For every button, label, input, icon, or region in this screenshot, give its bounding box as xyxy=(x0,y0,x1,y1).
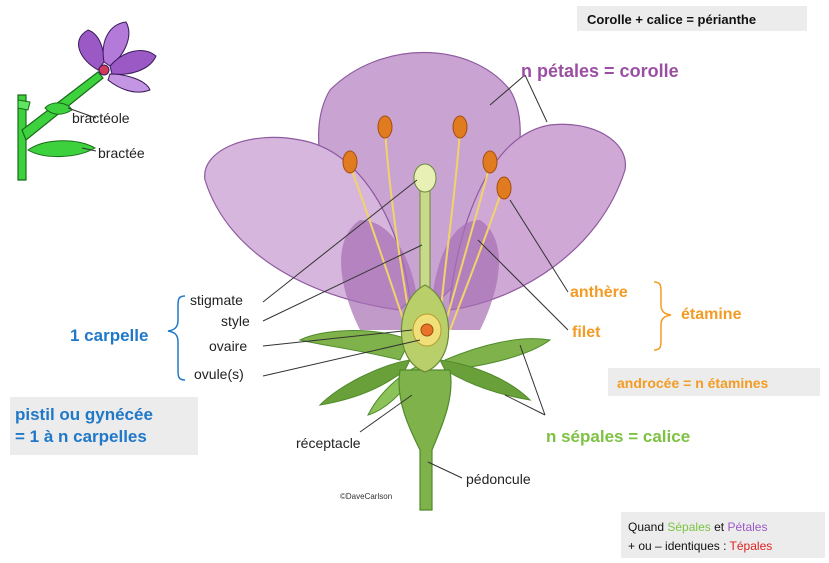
anther xyxy=(453,116,467,138)
pistil-line2: = 1 à n carpelles xyxy=(15,427,147,447)
sepales-n-label: n sépales xyxy=(546,427,624,446)
androcee-box: androcée = n étamines xyxy=(608,368,820,396)
style-label: style xyxy=(221,314,250,328)
ovule xyxy=(421,324,433,336)
bractee-label: bractée xyxy=(98,146,145,160)
tepales-word: Tépales xyxy=(730,539,773,553)
anther xyxy=(483,151,497,173)
anther xyxy=(378,116,392,138)
stigma-shape xyxy=(414,164,436,192)
perianthe-box: Corolle + calice = périanthe xyxy=(577,6,807,31)
bracteole-label: bractéole xyxy=(72,111,130,125)
sepales-word: Sépales xyxy=(667,520,710,534)
perianthe-label: Corolle + calice = périanthe xyxy=(587,12,756,27)
pedoncule-label: pédoncule xyxy=(466,472,531,486)
anther xyxy=(497,177,511,199)
carpelle-label: 1 carpelle xyxy=(70,327,148,344)
tepales-note-box: Quand Sépales et Pétales + ou – identiqu… xyxy=(621,512,825,558)
leader-pedoncule xyxy=(428,462,462,478)
pistil-line1: pistil ou gynécée xyxy=(15,405,153,425)
carpel-brace xyxy=(168,296,185,380)
sepales-label: n sépales = calice xyxy=(546,428,690,445)
identiques-word: + ou – identiques : xyxy=(628,539,726,553)
corolle-label: n pétales = corolle xyxy=(521,62,679,80)
sepal xyxy=(300,331,410,360)
sepal xyxy=(440,360,530,400)
sketch-petal xyxy=(108,74,150,92)
anthere-label: anthère xyxy=(570,285,628,301)
etamine-label: étamine xyxy=(681,307,741,323)
petales-word: Pétales xyxy=(727,520,767,534)
sketch-center xyxy=(99,65,109,75)
corolle-n-label: n pétales xyxy=(521,61,599,81)
leader-petale-2 xyxy=(525,75,547,122)
quand-word: Quand xyxy=(628,520,664,534)
sketch-petal xyxy=(79,30,104,70)
stamen-brace xyxy=(654,282,671,350)
corolle-eq-label: = corolle xyxy=(604,61,679,81)
corolla xyxy=(205,53,626,331)
ovules-label: ovule(s) xyxy=(194,367,244,381)
tepales-note-line1: Quand Sépales et Pétales xyxy=(628,520,767,534)
ovaire-label: ovaire xyxy=(209,339,247,353)
anther xyxy=(343,151,357,173)
receptacle-stem xyxy=(399,370,451,510)
androcee-label: androcée = n étamines xyxy=(617,375,768,391)
tepales-note-line2: + ou – identiques : Tépales xyxy=(628,539,772,553)
sepales-eq-label: = calice xyxy=(628,427,690,446)
filet-label: filet xyxy=(572,325,600,341)
style-shape xyxy=(420,190,430,290)
stigmate-label: stigmate xyxy=(190,293,243,307)
pistil-box: pistil ou gynécée = 1 à n carpelles xyxy=(10,397,198,455)
sketch-node xyxy=(18,100,30,110)
receptacle-label: réceptacle xyxy=(296,436,361,450)
credit-label: ©DaveCarlson xyxy=(340,492,392,501)
et-word: et xyxy=(714,520,724,534)
